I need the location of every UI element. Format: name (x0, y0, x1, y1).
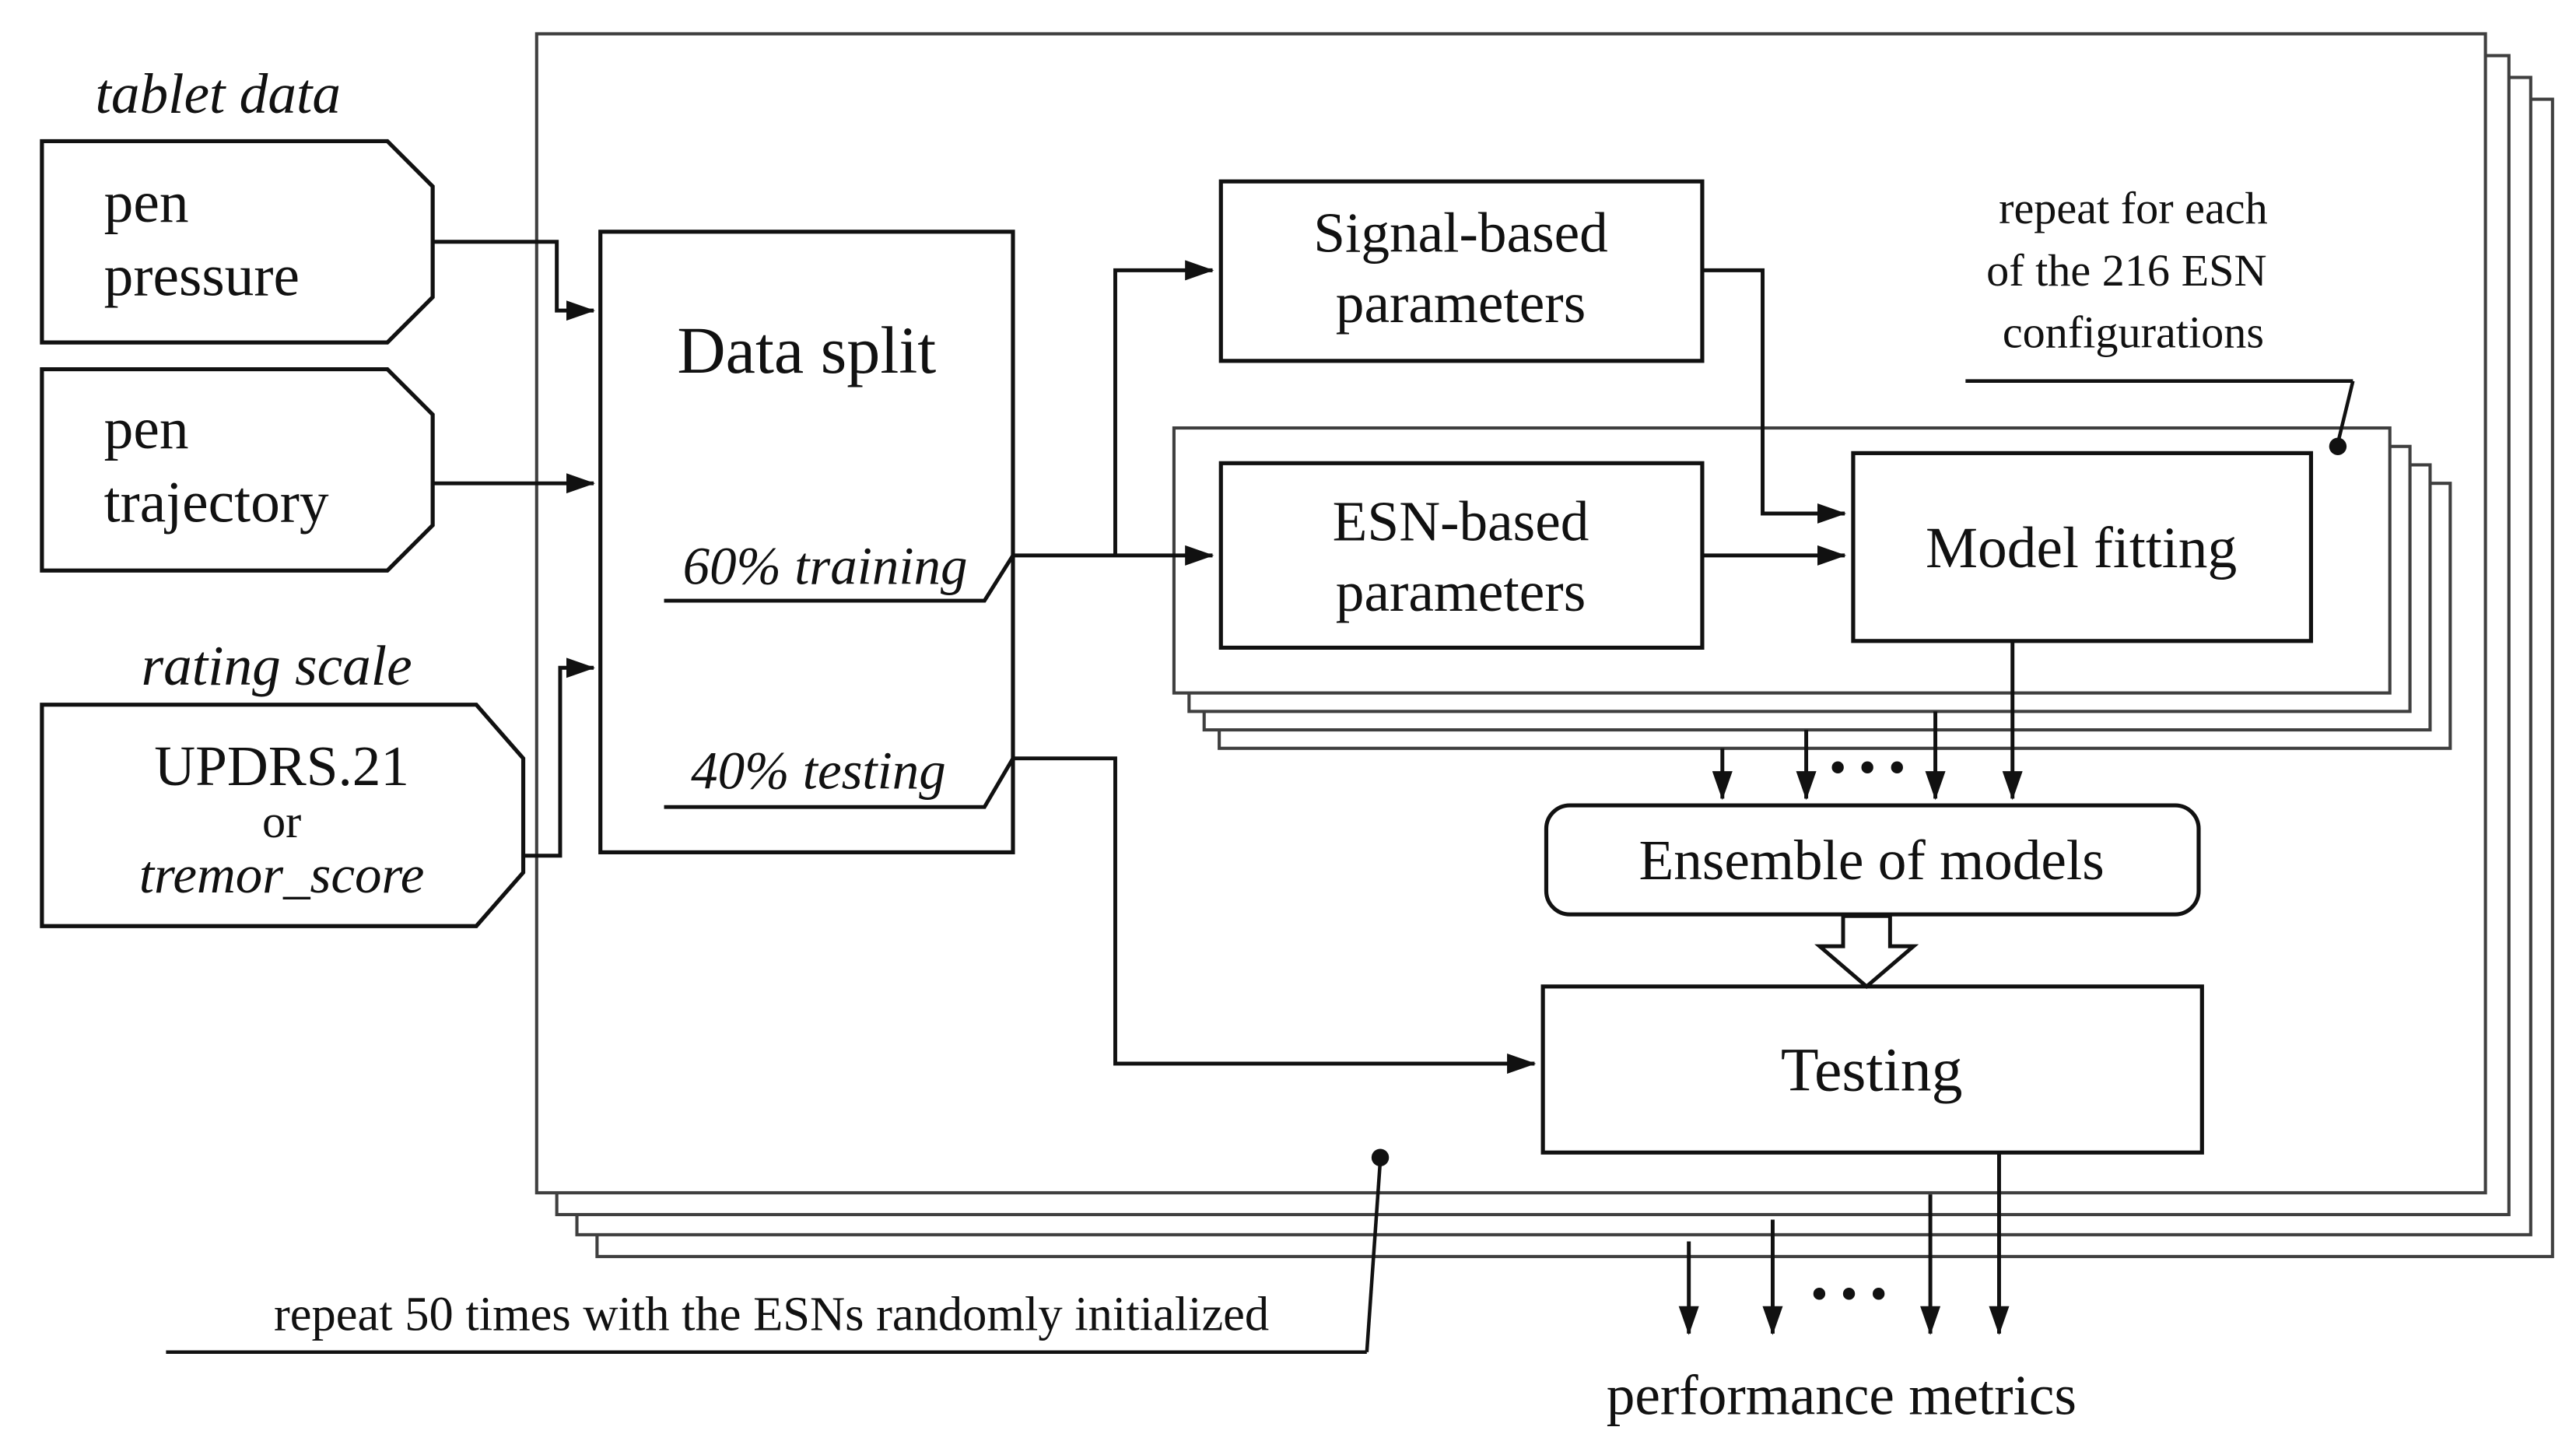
rating-node-line1: UPDRS.21 (154, 735, 409, 798)
signal-parameters-label-line2: parameters (1336, 272, 1586, 335)
pen-trajectory-label-line1: pen (104, 397, 189, 461)
data-split-title: Data split (677, 313, 936, 387)
training-share-label: 60% training (683, 537, 968, 596)
pen-trajectory-label-line2: trajectory (104, 471, 329, 535)
signal-parameters-box (1218, 179, 1705, 363)
esn-parameters-label-line2: parameters (1336, 560, 1586, 623)
repeat-runs-note: repeat 50 times with the ESNs randomly i… (274, 1287, 1269, 1341)
runs-callout-dot (1371, 1148, 1390, 1166)
rating-scale-node (40, 703, 526, 928)
pen-trajectory-node (40, 367, 435, 573)
rating-scale-connector (523, 657, 595, 858)
rating-node-line2: or (262, 796, 301, 848)
config-callout-line (2336, 380, 2355, 444)
performance-metrics-label: performance metrics (1607, 1364, 2077, 1427)
rating-node-line3: tremor_score (139, 845, 425, 904)
signal-parameters-label-line1: Signal-based (1313, 202, 1608, 265)
ellipsis-models: ··· (1825, 726, 1914, 808)
pen-pressure-node (40, 138, 435, 345)
repeat-config-note-line1: repeat for each (1999, 183, 2268, 233)
rating-scale-label: rating scale (142, 634, 412, 697)
repeat-config-note-line3: configurations (2003, 307, 2264, 358)
esn-parameters-label-line1: ESN-based (1333, 489, 1589, 552)
data-split-box (598, 230, 1015, 854)
repeat-config-note-line2: of the 216 ESN (1986, 245, 2266, 296)
testing-box (1540, 984, 2204, 1155)
esn-parameters-box (1218, 461, 1705, 650)
training-to-signal-branch (1113, 260, 1214, 556)
pen-pressure-connector (433, 240, 595, 321)
pen-pressure-label-line2: pressure (104, 244, 300, 309)
model-fitting-label: Model fitting (1926, 516, 2237, 580)
testing-label: Testing (1781, 1036, 1963, 1104)
runs-callout-line (1365, 1160, 1383, 1352)
testing-share-label: 40% testing (691, 741, 946, 800)
tablet-data-label: tablet data (95, 62, 341, 125)
signal-output-connector (1702, 268, 1847, 524)
ensemble-label: Ensemble of models (1638, 829, 2104, 892)
ensemble-to-testing-arrow (1814, 913, 1919, 990)
model-fitting-box (1851, 451, 2314, 643)
ellipsis-metrics: ··· (1807, 1253, 1896, 1335)
pen-pressure-label-line1: pen (104, 170, 189, 235)
config-callout-dot (2329, 437, 2347, 455)
